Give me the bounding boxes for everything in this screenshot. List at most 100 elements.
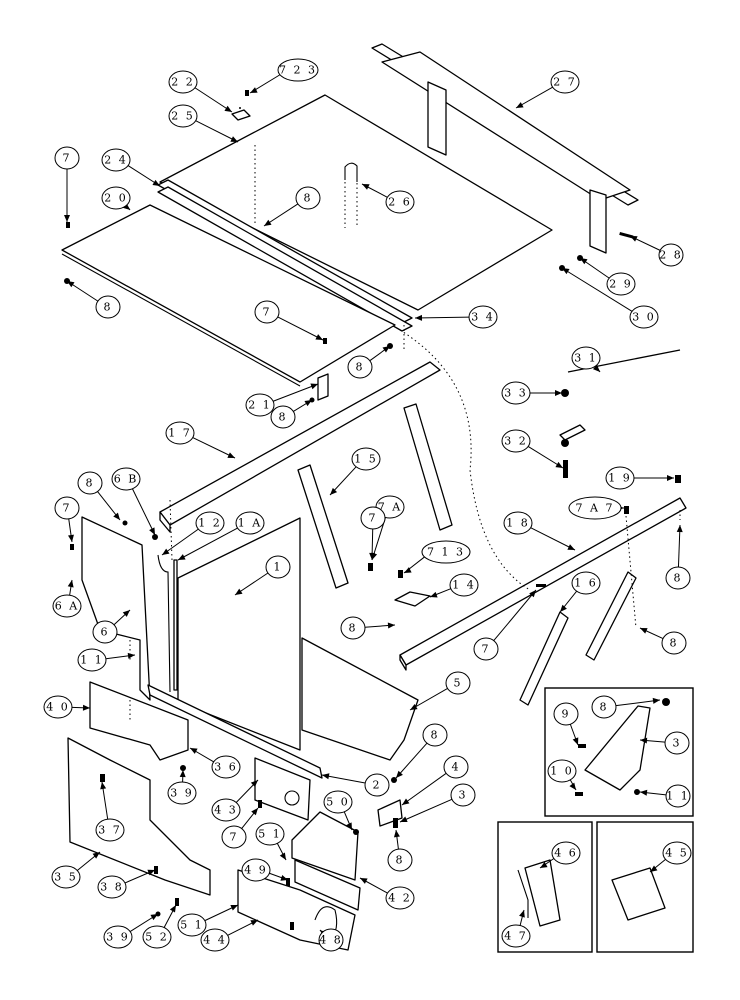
callout-bubble xyxy=(553,702,579,726)
callout-bubble xyxy=(501,924,531,948)
callout-arrowhead xyxy=(362,184,370,190)
callout-7a: 7 xyxy=(54,146,80,222)
callout-bubble xyxy=(443,755,469,779)
callout-27: 2 7 xyxy=(515,70,580,109)
callout-number: 4 8 xyxy=(319,934,343,947)
callout-number: 8 xyxy=(396,854,405,867)
callout-number: 8 xyxy=(349,622,358,635)
callout-bubble xyxy=(200,928,230,952)
callout-bubble xyxy=(351,447,381,471)
callout-bubble xyxy=(295,186,321,210)
callout-bubble xyxy=(97,875,127,899)
callout-number: 1 xyxy=(274,561,283,574)
callout-8f: 8 xyxy=(665,524,691,590)
callout-40: 4 0 xyxy=(43,695,91,719)
callout-bubble xyxy=(551,841,581,865)
callout-arrowhead xyxy=(122,610,130,617)
callout-arrowhead xyxy=(360,878,368,884)
callout-21: 2 1 xyxy=(245,383,319,417)
callout-7f: 7 xyxy=(221,807,259,849)
callout-28: 2 8 xyxy=(629,235,684,267)
callout-6b: 6 B xyxy=(111,467,156,536)
callout-arrowhead xyxy=(149,527,155,535)
callout-leader-line xyxy=(515,86,553,109)
callout-arrowhead xyxy=(92,852,100,859)
callout-51b: 5 1 xyxy=(177,904,239,937)
callout-number: 6 A xyxy=(55,600,79,613)
callout-arrowhead xyxy=(519,910,525,918)
callout-number: 4 0 xyxy=(46,701,70,714)
callout-34: 3 4 xyxy=(414,305,498,329)
callout-bubble xyxy=(77,648,107,672)
callout-2: 2 xyxy=(321,773,390,797)
callout-number: 2 2 xyxy=(171,76,195,89)
callout-bubble xyxy=(177,913,207,937)
callout-bubble xyxy=(43,695,73,719)
callout-number: 2 9 xyxy=(609,278,633,291)
callout-bubble xyxy=(52,594,82,618)
callout-8d: 8 xyxy=(270,399,313,429)
callout-16: 1 6 xyxy=(559,571,601,613)
callout-number: 1 9 xyxy=(608,472,632,485)
rear-frame-27 xyxy=(371,43,639,254)
callout-42: 4 2 xyxy=(359,877,415,910)
callout-bubble xyxy=(450,783,476,807)
callout-bubble xyxy=(51,865,81,889)
callout-arrowhead xyxy=(555,461,563,468)
callout-arrowhead xyxy=(410,703,418,710)
callout-bubble xyxy=(591,695,617,719)
callout-arrowhead xyxy=(190,748,198,754)
callout-arrowhead xyxy=(67,281,75,288)
callout-bubble xyxy=(571,346,601,370)
callout-arrowhead xyxy=(230,905,238,911)
callout-number: 2 8 xyxy=(659,249,683,262)
callout-39a: 3 9 xyxy=(167,769,197,805)
callout-bubble xyxy=(270,405,296,429)
callout-number: 5 2 xyxy=(145,931,169,944)
callout-number: 8 xyxy=(600,701,609,714)
callout-bubble xyxy=(445,671,471,695)
callout-7a-7: 7 A 7 xyxy=(568,496,624,520)
callout-50: 5 0 xyxy=(323,790,353,831)
callout-arrowhead xyxy=(250,87,258,93)
callout-number: 3 0 xyxy=(632,311,656,324)
callout-7-23: 7 2 3 xyxy=(249,58,319,94)
hinge-bracket-22 xyxy=(231,90,251,121)
callout-bubble xyxy=(95,818,125,842)
panel-42 xyxy=(294,859,361,911)
callout-number: 4 5 xyxy=(665,847,689,860)
callout-22: 2 2 xyxy=(168,70,233,113)
callout-24: 2 4 xyxy=(101,148,161,187)
callout-8g: 8 xyxy=(340,616,396,640)
callout-bubble xyxy=(211,798,241,822)
callout-bubble xyxy=(629,305,659,329)
callout-3b: 3 xyxy=(399,783,476,823)
callout-arrowhead xyxy=(529,590,536,598)
callout-arrowhead xyxy=(415,314,423,321)
callout-number: 1 7 xyxy=(168,427,192,440)
callout-arrowhead xyxy=(169,905,176,913)
callout-number: 5 0 xyxy=(326,796,350,809)
callout-arrowhead xyxy=(152,179,160,186)
callout-45: 4 5 xyxy=(649,841,692,873)
callout-47: 4 7 xyxy=(501,909,531,948)
callout-arrowhead xyxy=(592,364,600,372)
callout-bubble xyxy=(661,631,687,655)
callout-bubble xyxy=(111,467,141,491)
callout-arrowhead xyxy=(640,737,648,744)
callout-bubble xyxy=(387,848,413,872)
callout-arrowhead xyxy=(264,219,272,226)
callout-arrowhead xyxy=(330,487,338,495)
callout-number: 8 xyxy=(304,192,313,205)
callout-leader-line xyxy=(321,774,366,784)
callout-leader-line xyxy=(414,316,470,319)
callout-arrowhead xyxy=(162,548,170,555)
callout-number: 7 xyxy=(369,512,378,525)
callout-bubble xyxy=(54,496,80,520)
callout-15: 1 5 xyxy=(329,447,381,496)
callout-number: 8 xyxy=(86,477,95,490)
callout-number: 3 7 xyxy=(98,824,122,837)
callout-number: 3 xyxy=(673,737,682,750)
